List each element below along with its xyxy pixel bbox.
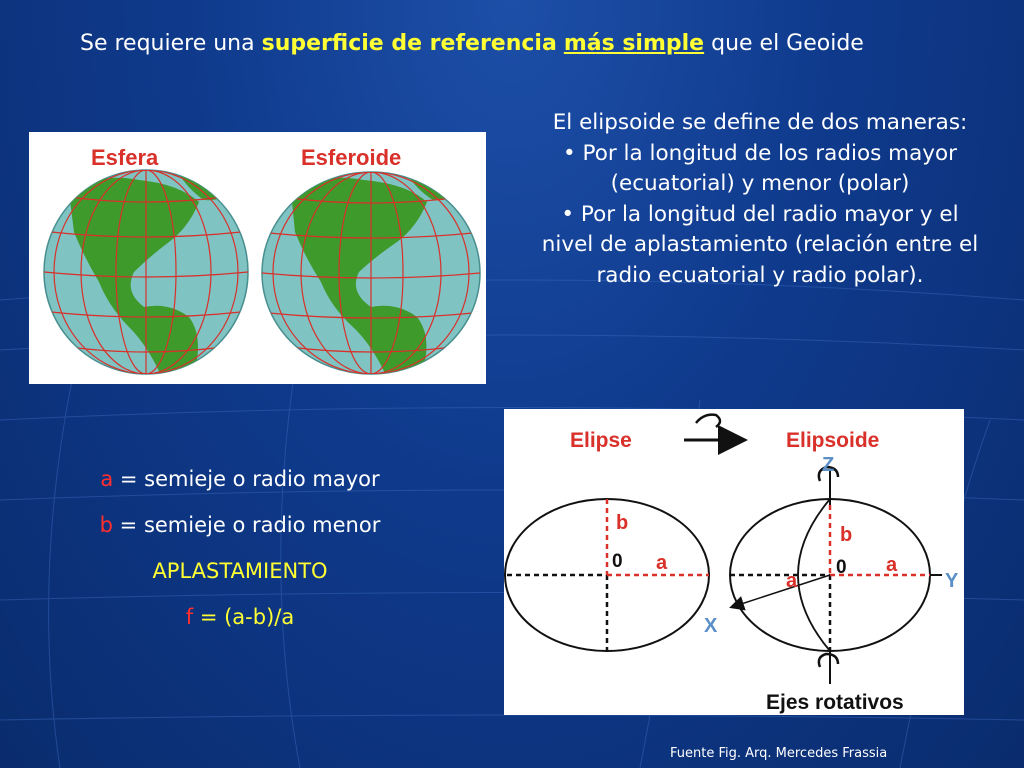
definition-b-text: = semieje o radio menor [113,513,381,537]
slide-title: Se requiere una superficie de referencia… [80,28,940,59]
spheroid-label: Esferoide [301,145,401,170]
ellipse-shape: b 0 a [504,498,710,652]
title-highlight-simpler: más simple [563,31,705,56]
title-prefix: Se requiere una [80,31,262,56]
ellipse-label-origin: 0 [612,551,623,572]
title-highlight-reference: superficie de referencia [261,31,557,56]
definition-f-text: = (a-b)/a [193,605,295,629]
transform-arrow-icon [684,413,748,455]
definition-a-text: = semieje o radio mayor [113,467,380,491]
title-space [557,31,564,56]
ellipse-label-b: b [616,512,628,534]
sphere-globe-icon [43,169,249,375]
axis-z-label: Z [822,454,834,476]
elipse-label: Elipse [570,429,632,452]
symbol-f: f [185,605,194,629]
description-bullet-flattening: • Por la longitud del radio mayor y el n… [541,201,979,288]
ellipse-label-a: a [656,552,668,574]
axis-x-label: X [704,615,718,637]
ellipsoid-label-b: b [840,524,852,546]
definition-a: a = semieje o radio mayor [95,464,385,495]
symbol-a: a [100,467,114,491]
elipsoide-label: Elipsoide [786,429,879,452]
figure-source-credit: Fuente Fig. Arq. Mercedes Frassia [670,746,888,761]
title-suffix: que el Geoide [704,31,864,56]
description-intro: El elipsoide se define de dos maneras: [552,110,968,135]
axis-y-label: Y [945,570,959,592]
ellipsoid-description: El elipsoide se define de dos maneras: •… [540,108,980,291]
ellipsoid-label-a-right: a [886,554,898,576]
definition-b: b = semieje o radio menor [95,510,385,541]
spheroid-globe-icon [261,171,481,375]
flattening-heading: APLASTAMIENTO [152,559,328,583]
sphere-label: Esfera [91,145,159,170]
rotation-axes-caption: Ejes rotativos [766,691,904,714]
definition-f: f = (a-b)/a [95,602,385,633]
symbol-b: b [99,513,113,537]
definitions-block: a = semieje o radio mayor b = semieje o … [95,464,385,648]
ellipse-ellipsoid-figure: Elipse Elipsoide b 0 a [504,409,964,715]
ellipsoid-shape: Z Y X b 0 a a [704,454,959,684]
description-bullet-radii: • Por la longitud de los radios mayor (e… [563,140,957,197]
ellipsoid-label-origin: 0 [836,557,847,578]
ellipsoid-label-a-left: a [786,570,798,592]
globes-illustration: Esfera Esferoide [29,132,486,384]
